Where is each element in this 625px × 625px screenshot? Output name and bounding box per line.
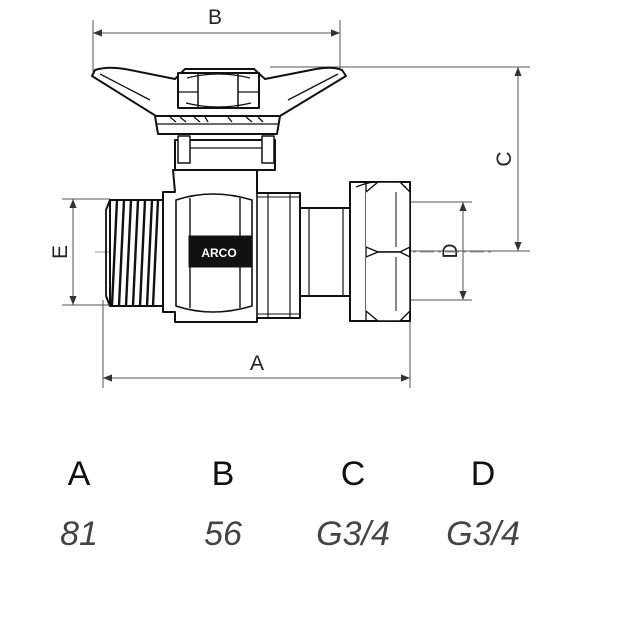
dimension-c-label: C xyxy=(493,151,516,166)
table-value-b: 56 xyxy=(204,515,242,553)
valve-body xyxy=(91,66,411,323)
table-header-d: D xyxy=(470,455,496,493)
dimension-a-label: A xyxy=(250,352,264,375)
dimension-b-label: B xyxy=(208,6,222,29)
table-value-a: 81 xyxy=(60,515,98,553)
dimension-lines xyxy=(62,20,530,388)
handle-plate xyxy=(154,115,281,135)
table-value-d: G3/4 xyxy=(446,515,520,553)
table-value-c: G3/4 xyxy=(316,515,390,553)
table-header-c: C xyxy=(340,455,366,493)
table-header-b: B xyxy=(211,455,235,493)
dimension-e-label: E xyxy=(49,245,72,259)
handle-hex-nut xyxy=(177,72,260,109)
dimension-d-label: D xyxy=(439,243,462,258)
brand-label: ARCO xyxy=(201,246,236,260)
table-header-a: A xyxy=(67,455,91,493)
